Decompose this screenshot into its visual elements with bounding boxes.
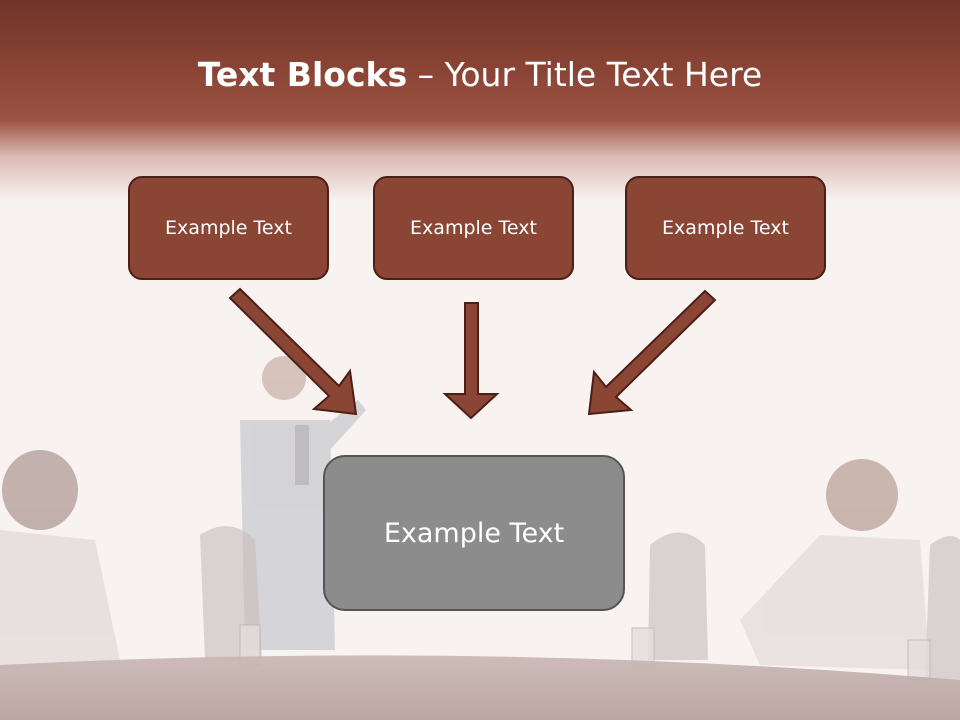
conference-table [0,655,960,720]
header-band [0,0,960,200]
main-text-block-label: Example Text [383,517,565,549]
text-block-3[interactable]: Example Text [625,176,826,280]
text-block-1[interactable]: Example Text [128,176,329,280]
main-text-block[interactable]: Example Text [323,455,625,611]
left-woman-figure [0,450,120,670]
title-dash: – [407,55,445,94]
glass [907,639,931,681]
chair [648,532,708,660]
text-block-1-label: Example Text [165,217,292,239]
title-bold: Text Blocks [197,55,408,94]
right-man-figure [740,459,930,670]
chair [925,536,960,680]
text-block-2[interactable]: Example Text [373,176,574,280]
slide-title: Text Blocks – Your Title Text Here [0,52,960,98]
text-block-2-label: Example Text [410,217,537,239]
text-block-3-label: Example Text [662,217,789,239]
title-rest: Your Title Text Here [444,55,763,94]
